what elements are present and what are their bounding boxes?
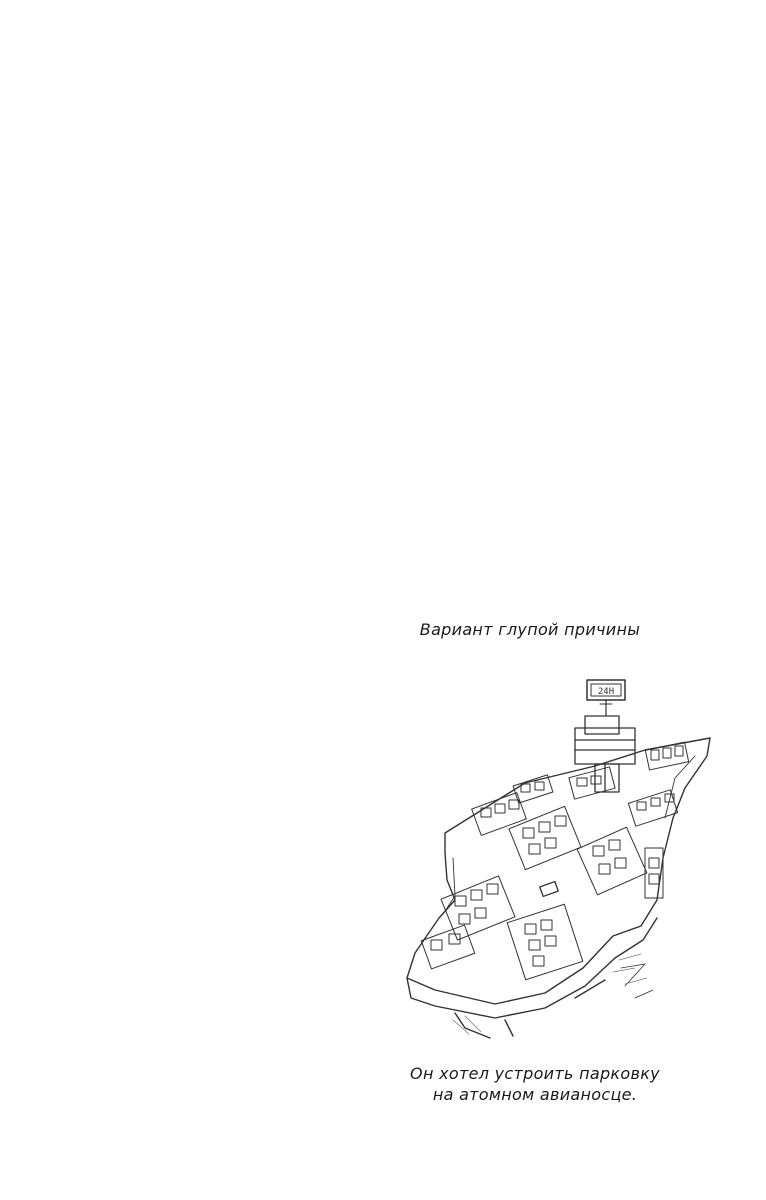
caption-top: Вариант глупой причины xyxy=(419,620,641,639)
parking-bays xyxy=(420,741,690,981)
carrier-island xyxy=(574,715,636,793)
caption-bottom: Он хотел устроить парковку на атомном ав… xyxy=(370,1063,700,1105)
caption-bottom-line-2: на атомном авианосце. xyxy=(432,1085,638,1104)
carrier-deck xyxy=(406,737,711,1039)
sign-text: 24H xyxy=(598,687,614,697)
caption-bottom-line-1: Он хотел устроить парковку xyxy=(410,1064,660,1083)
carrier-parking-sketch: 24H xyxy=(406,679,711,1039)
water-scribbles xyxy=(452,953,648,1035)
24h-sign: 24H xyxy=(586,679,626,717)
